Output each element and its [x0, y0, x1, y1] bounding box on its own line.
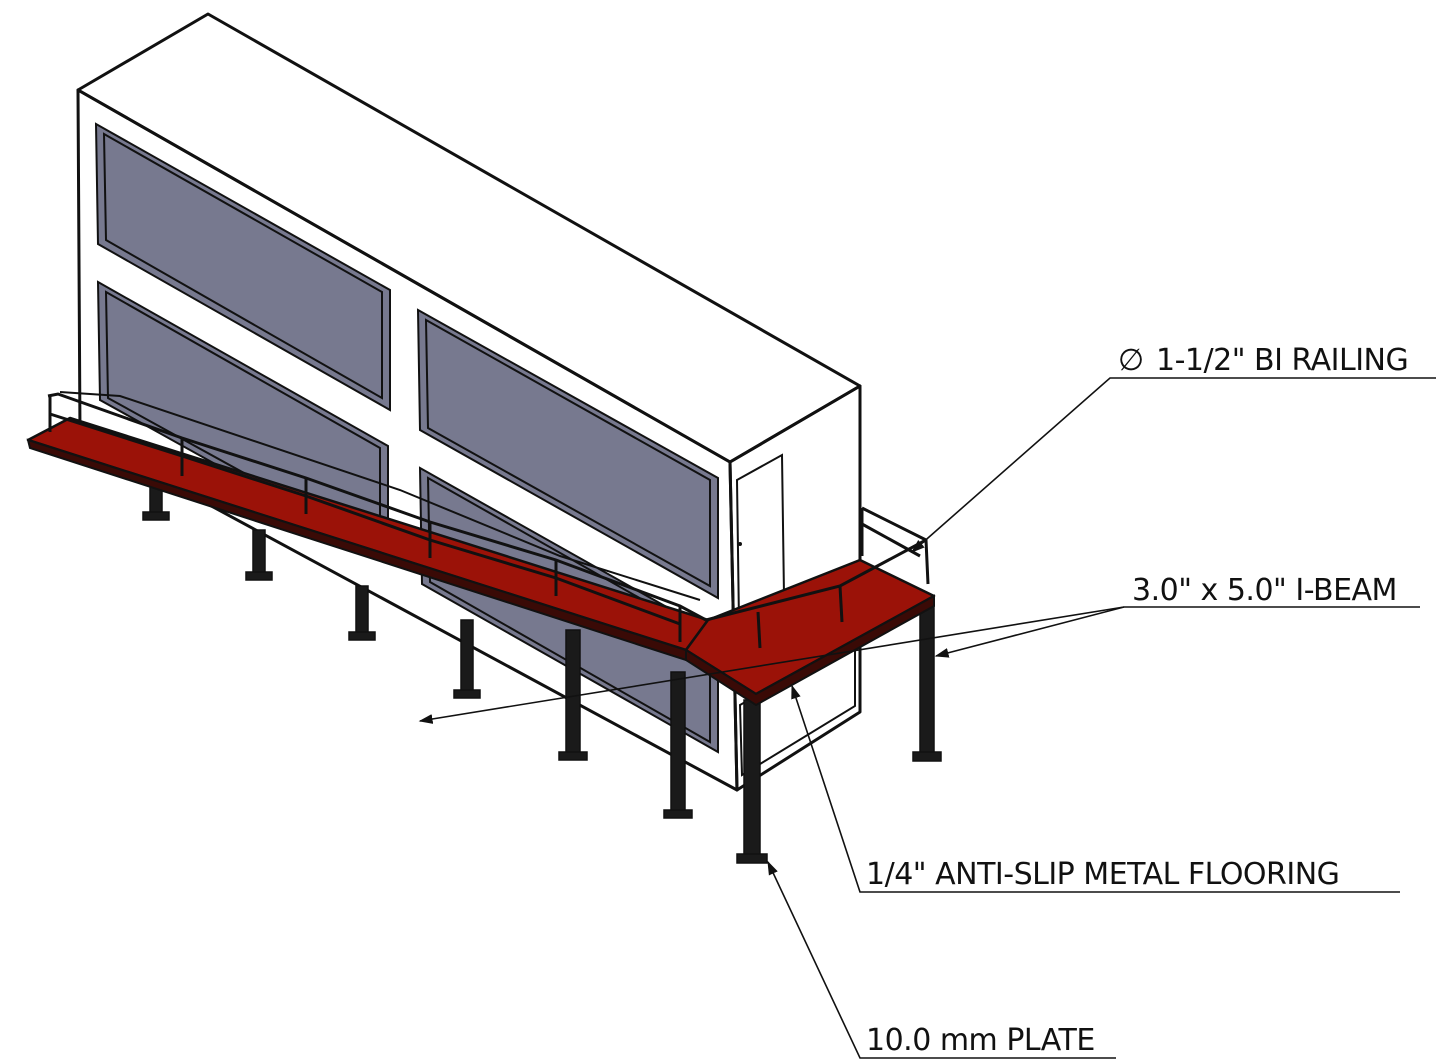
door-handle — [738, 542, 742, 546]
railing-diameter-symbol: ∅ — [1118, 343, 1144, 378]
container-side-panels — [94, 122, 719, 754]
handrail — [47, 391, 930, 649]
railing-leader — [910, 377, 1436, 553]
ramp-deck — [26, 416, 936, 707]
ibeam-leader-right — [934, 606, 1420, 658]
ibeam-label: 3.0" x 5.0" I-BEAM — [1132, 573, 1397, 608]
landing-edge-beam — [685, 594, 935, 707]
flooring-leader — [791, 684, 1400, 893]
flooring-label: 1/4" ANTI-SLIP METAL FLOORING — [866, 857, 1339, 892]
plate-label: 10.0 mm PLATE — [866, 1023, 1095, 1058]
plate-leader — [767, 860, 1116, 1059]
railing-label: 1-1/2" BI RAILING — [1156, 343, 1408, 378]
ibeam-leader-left — [418, 606, 1125, 724]
callout-leaders — [418, 377, 1436, 1059]
callout-labels: ∅ 1-1/2" BI RAILING 3.0" x 5.0" I-BEAM 1… — [866, 343, 1409, 1058]
